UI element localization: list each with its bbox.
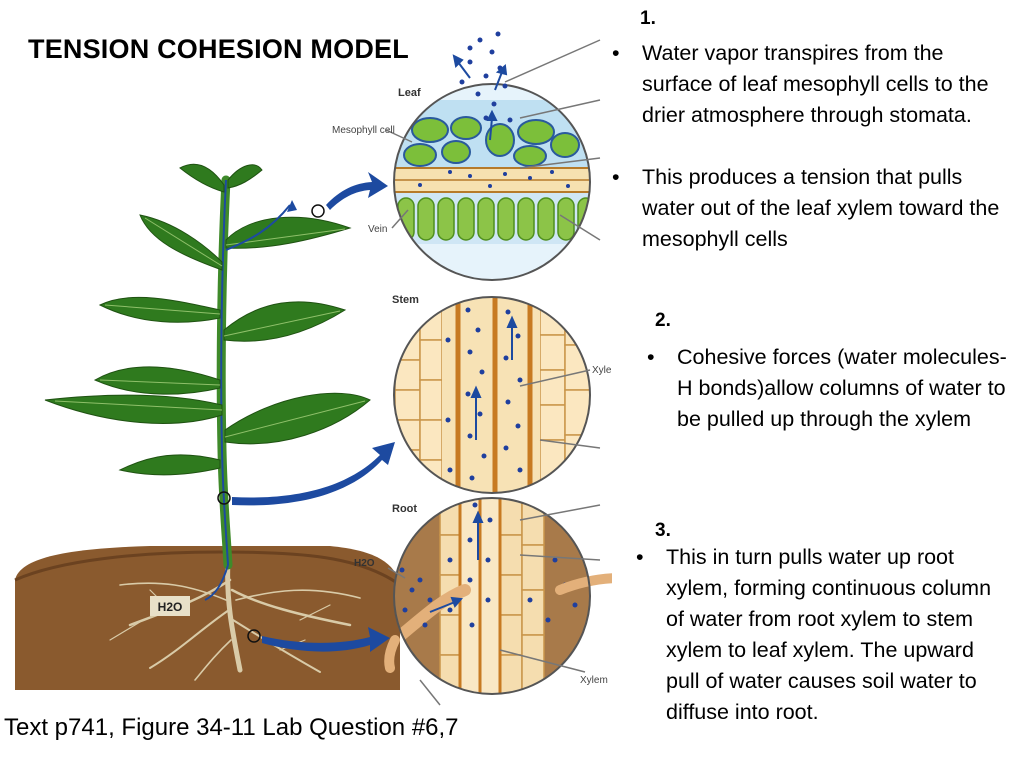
bullet-text: This produces a tension that pulls water… [642, 165, 1000, 251]
svg-text:Root: Root [392, 503, 417, 515]
leaf-veins [54, 217, 366, 438]
bullet-text: Water vapor transpires from the surface … [642, 41, 989, 127]
plant-stem [216, 175, 233, 570]
figure-caption: Text p741, Figure 34-11 Lab Question #6,… [4, 714, 459, 741]
leaf-cross-section: Leaf Mesophyll cell Vein [332, 31, 601, 281]
zoom-arrows [232, 172, 395, 652]
bullet-dot: • [612, 165, 620, 189]
stem-cross-section: Stem Xylem [392, 294, 612, 494]
soil [14, 546, 401, 690]
svg-text:Stem: Stem [392, 294, 419, 306]
step-1-bullet-1: • Water vapor transpires from the surfac… [612, 38, 1014, 131]
bullet-text: Cohesive forces (water molecules- H bond… [677, 345, 1007, 431]
svg-text:Leaf: Leaf [398, 87, 421, 99]
svg-text:Vein: Vein [368, 224, 387, 235]
soil-h2o-label: H2O [150, 596, 190, 616]
step-2-bullet-1: • Cohesive forces (water molecules- H bo… [647, 342, 1017, 435]
leaf-water-dots [418, 31, 570, 188]
root-cross-section: Root H2O Xylem [354, 497, 612, 706]
svg-text:H2O: H2O [158, 600, 183, 614]
bullet-dot: • [647, 345, 655, 369]
svg-text:Mesophyll cell: Mesophyll cell [332, 125, 395, 136]
plant-water-path [204, 200, 325, 643]
slide-title: TENSION COHESION MODEL [28, 34, 409, 64]
transpiration-diagram: H2O [14, 31, 612, 706]
plant-leaves [44, 163, 371, 476]
step-1-number: 1. [640, 8, 656, 29]
bullet-dot: • [636, 545, 644, 569]
step-1-bullet-2: • This produces a tension that pulls wat… [612, 162, 1014, 255]
svg-text:Xylem: Xylem [592, 365, 612, 376]
svg-text:H2O: H2O [354, 558, 375, 569]
bullet-text: This in turn pulls water up root xylem, … [666, 545, 992, 724]
bullet-dot: • [612, 41, 620, 65]
step-3-bullet-1: • This in turn pulls water up root xylem… [636, 542, 1006, 728]
step-2-number: 2. [655, 310, 671, 331]
step-3-number: 3. [655, 520, 671, 541]
svg-text:Xylem: Xylem [580, 675, 608, 686]
